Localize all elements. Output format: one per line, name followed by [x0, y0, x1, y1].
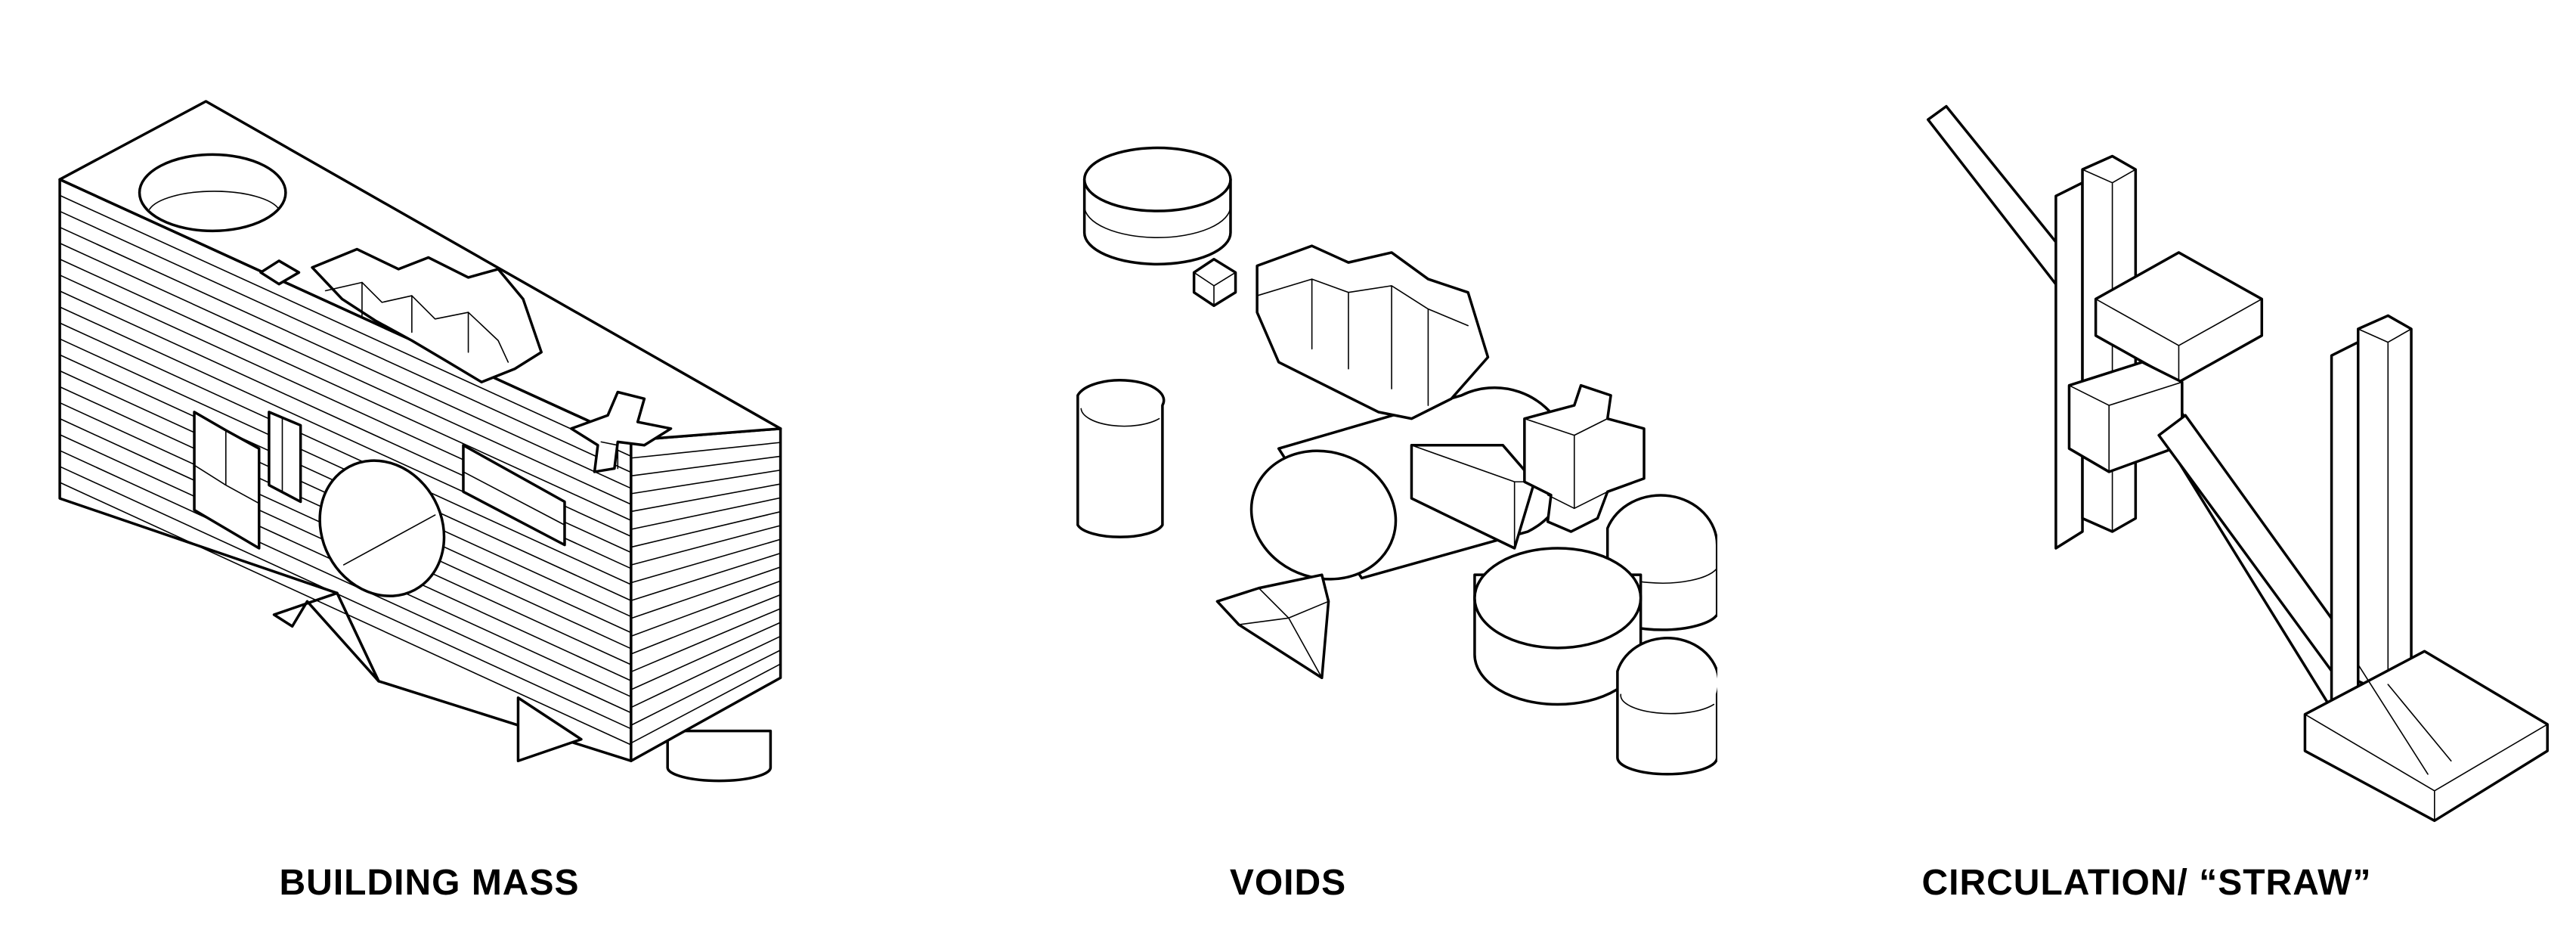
cladding-line: [631, 484, 781, 511]
cladding-line: [60, 211, 631, 472]
zigzag-steps: [362, 282, 469, 352]
small-diamond-opening: [261, 261, 299, 284]
slot-reveal: [463, 472, 565, 525]
mass-side-face: [631, 429, 781, 761]
small-cube-void: [1194, 259, 1236, 306]
stack-cylinder-lower-rim: [1621, 694, 1714, 713]
oval-rim: [150, 191, 279, 209]
front-slot-opening: [463, 445, 565, 545]
cladding-line: [631, 650, 781, 725]
cladding-lines-side: [631, 442, 781, 743]
voids-panel: VOIDS: [859, 0, 1717, 949]
cross-inner: [601, 442, 618, 468]
cladding-line: [60, 228, 631, 488]
tall-cylinder-rim: [1081, 408, 1159, 426]
left-column-front: [2056, 183, 2082, 548]
caption-voids: VOIDS: [1229, 863, 1347, 903]
cladding-line: [631, 456, 781, 476]
gem-void-edges: [1239, 588, 1329, 678]
zigzag-inner: [326, 282, 509, 361]
cladding-line: [60, 195, 631, 456]
cladding-line: [60, 451, 631, 713]
base-slab: [2305, 651, 2547, 820]
building-mass-drawing: [0, 0, 859, 949]
base-slab-edges: [2305, 715, 2547, 821]
front-window-2: [269, 412, 301, 502]
cladding-line: [60, 243, 631, 504]
base-ramp: [2358, 665, 2451, 774]
cladding-line: [631, 498, 781, 529]
circulation-panel: CIRCULATION/ “STRAW”: [1717, 0, 2576, 949]
underside-step: [518, 698, 581, 761]
right-column-front: [2332, 343, 2358, 712]
horizontal-cylinder-end: [1234, 433, 1412, 598]
cladding-line: [631, 470, 781, 494]
right-column-back: [2358, 315, 2411, 694]
oval-opening-line: [344, 515, 435, 565]
cladding-line: [631, 539, 781, 582]
upper-box-edges: [2096, 299, 2262, 382]
zigzag-void-edges: [1257, 279, 1468, 405]
cladding-line: [631, 622, 781, 690]
cladding-line: [60, 467, 631, 729]
left-column-edges: [2082, 169, 2135, 532]
cladding-line: [631, 636, 781, 707]
cross-void-edges: [1525, 419, 1608, 509]
disc-void-top: [1085, 148, 1231, 211]
foot-cylinder: [667, 731, 770, 781]
circulation-drawing: [1717, 0, 2576, 949]
upper-box: [2096, 253, 2262, 382]
cross-void: [1525, 386, 1644, 532]
window-1-reveal: [194, 412, 259, 504]
cladding-line: [631, 609, 781, 672]
cladding-line: [60, 482, 631, 745]
oval-cylinder-void-top: [1475, 548, 1641, 648]
cladding-line: [631, 526, 781, 565]
cladding-line: [631, 554, 781, 601]
building-mass-panel: BUILDING MASS: [0, 0, 859, 949]
cladding-line: [631, 595, 781, 654]
caption-building-mass: BUILDING MASS: [279, 863, 580, 903]
cross-opening: [571, 392, 671, 471]
cladding-line: [60, 323, 631, 585]
underside-notch: [274, 593, 379, 681]
wedge-void: [1411, 445, 1534, 548]
stack-cylinder-lower: [1618, 638, 1717, 774]
top-oval-opening: [140, 154, 286, 231]
cladding-line: [631, 567, 781, 619]
zigzag-void: [1257, 246, 1488, 418]
cladding-line: [60, 259, 631, 520]
tall-cylinder-void: [1078, 380, 1164, 537]
caption-circulation: CIRCULATION/ “STRAW”: [1921, 863, 2372, 903]
disc-void-band: [1085, 206, 1231, 237]
cladding-line: [631, 664, 781, 743]
front-oval-opening: [296, 439, 467, 618]
right-column-edges: [2358, 329, 2411, 694]
voids-drawing: [859, 0, 1717, 949]
small-cube-edges: [1194, 272, 1236, 305]
zigzag-opening: [312, 250, 541, 383]
lower-box-edges: [2069, 382, 2181, 472]
cladding-line: [631, 512, 781, 547]
gem-void: [1217, 575, 1328, 678]
cladding-line: [631, 442, 781, 458]
cladding-line: [631, 581, 781, 636]
